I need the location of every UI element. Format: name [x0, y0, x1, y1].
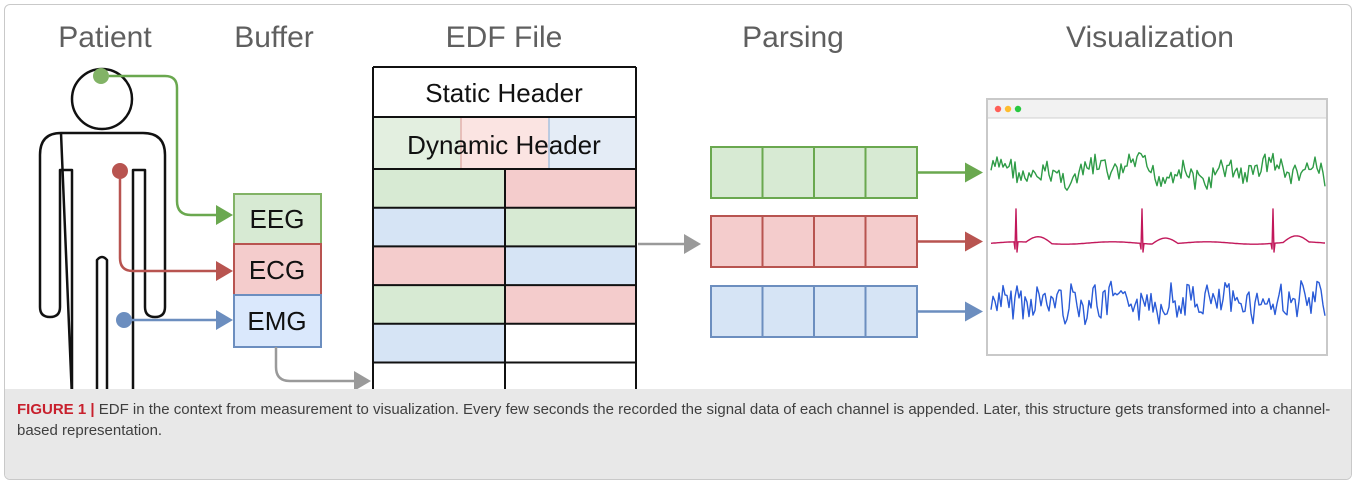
- patient-body: [38, 131, 167, 389]
- edf-pipeline-diagram: Patient Buffer EDF File Parsing Visualiz…: [38, 21, 1328, 389]
- edf-record-cell-eeg: [373, 285, 505, 324]
- emg-sensor-dot: [116, 312, 132, 328]
- eeg-connector: [109, 74, 217, 217]
- eeg-connector-arrowhead: [216, 205, 233, 225]
- ecg-connector: [118, 179, 217, 273]
- eeg-signal-trace: [990, 151, 1326, 191]
- emg-connector-arrowhead: [216, 310, 233, 330]
- buffer-to-edf-arrow: [274, 347, 355, 383]
- edf-grid-lines: [372, 66, 637, 389]
- stage-title-edf-file: EDF File: [446, 21, 563, 54]
- ecg-sensor-dot: [112, 163, 128, 179]
- edf-record-cell-emg: [373, 323, 505, 363]
- edf-record-cell-emg: [505, 246, 636, 286]
- buffer-to-edf-arrowhead: [354, 371, 371, 389]
- static-header-cell: [373, 67, 636, 117]
- figure-caption: FIGURE 1 | EDF in the context from measu…: [5, 389, 1351, 479]
- edf-record-cell-ecg: [505, 285, 636, 324]
- window-close-dot: [994, 105, 1002, 113]
- window-maximize-dot: [1014, 105, 1022, 113]
- buffer-cell-ecg: [233, 243, 322, 296]
- parsed-channel-strips: [710, 146, 983, 338]
- buffer-cell-eeg: [233, 193, 322, 245]
- buffer: EEG ECG EMG: [233, 193, 322, 348]
- signal-traces: [990, 151, 1326, 326]
- patient-legs: [95, 255, 109, 389]
- caption-label: FIGURE 1: [17, 401, 87, 418]
- strip-arrowhead-emg: [965, 301, 983, 322]
- buffer-label-ecg: ECG: [249, 255, 305, 285]
- stage-title-buffer: Buffer: [234, 21, 314, 54]
- window-minimize-dot: [1004, 105, 1012, 113]
- visualization-window: [986, 98, 1328, 356]
- edf-record-cell-ecg: [505, 169, 636, 208]
- edf-record-cell-empty: [373, 362, 505, 389]
- dynamic-header-green: [373, 117, 461, 169]
- dynamic-header-label: Dynamic Header: [407, 130, 601, 160]
- buffer-label-eeg: EEG: [250, 204, 305, 234]
- ecg-connector-arrowhead: [216, 261, 233, 281]
- strip-arrowhead-ecg: [965, 231, 983, 252]
- edf-record-cell-eeg: [373, 169, 505, 208]
- figure-frame: Patient Buffer EDF File Parsing Visualiz…: [4, 4, 1352, 480]
- edf-record-cell-empty: [505, 362, 636, 389]
- window-frame: [986, 98, 1328, 356]
- caption-text: EDF in the context from measurement to v…: [17, 401, 1331, 439]
- stage-title-visualization: Visualization: [1066, 21, 1234, 54]
- edf-record-cell-ecg: [373, 246, 505, 286]
- buffer-cell-emg: [233, 294, 322, 348]
- patient-figure: [38, 67, 167, 389]
- edf-file-table: Static Header Dynamic Header: [372, 66, 637, 389]
- window-titlebar: [988, 100, 1326, 118]
- stage-title-parsing: Parsing: [742, 21, 844, 54]
- strip-arrowhead-eeg: [965, 162, 983, 183]
- emg-signal-trace: [990, 280, 1326, 326]
- caption-separator: |: [90, 401, 95, 418]
- ecg-signal-trace: [990, 208, 1325, 253]
- edf-record-rows: [373, 169, 636, 389]
- edf-record-cell-empty: [505, 323, 636, 363]
- buffer-label-emg: EMG: [247, 306, 306, 336]
- dynamic-header-red: [461, 117, 549, 169]
- edf-to-parsing-arrowhead: [684, 234, 701, 254]
- dynamic-header-blue: [549, 117, 636, 169]
- edf-record-cell-emg: [373, 207, 505, 247]
- edf-record-cell-eeg: [505, 207, 636, 247]
- stage-title-patient: Patient: [58, 21, 152, 54]
- eeg-sensor-dot: [93, 68, 109, 84]
- static-header-label: Static Header: [425, 78, 583, 108]
